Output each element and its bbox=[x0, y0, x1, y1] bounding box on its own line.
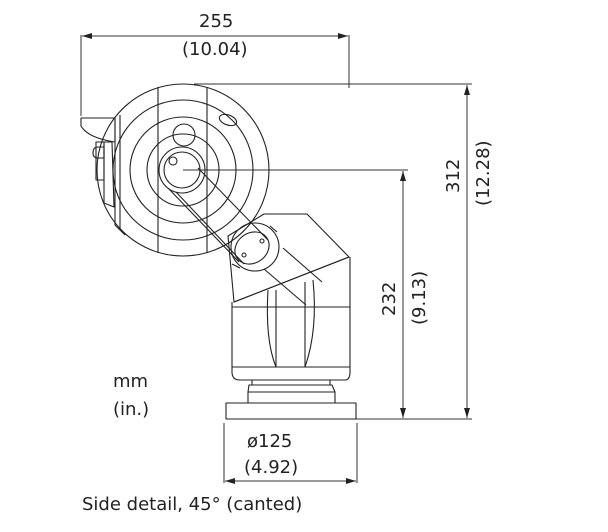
base-diameter-mm-label: ø125 bbox=[247, 431, 293, 452]
pivot-height-mm-label: 232 bbox=[379, 281, 400, 316]
tilt-arm bbox=[167, 167, 269, 265]
pivot-height-in-label: (9.13) bbox=[409, 270, 430, 325]
width-dimension bbox=[80, 33, 350, 116]
overall-height-dimension bbox=[194, 83, 472, 420]
camera-housing bbox=[80, 83, 270, 257]
units-primary-label: mm bbox=[113, 371, 149, 392]
mounting-base bbox=[225, 380, 357, 420]
overall-height-in-label: (12.28) bbox=[473, 140, 494, 206]
overall-height-mm-label: 312 bbox=[443, 158, 464, 193]
units-secondary-label: (in.) bbox=[113, 399, 150, 420]
figure-caption: Side detail, 45° (canted) bbox=[82, 494, 303, 515]
width-mm-label: 255 bbox=[199, 11, 234, 32]
base-diameter-in-label: (4.92) bbox=[244, 457, 299, 478]
width-in-label: (10.04) bbox=[182, 39, 248, 60]
ptz-head bbox=[227, 213, 351, 381]
base-diameter-dimension bbox=[223, 423, 358, 484]
pivot-height-dimension bbox=[183, 169, 408, 418]
